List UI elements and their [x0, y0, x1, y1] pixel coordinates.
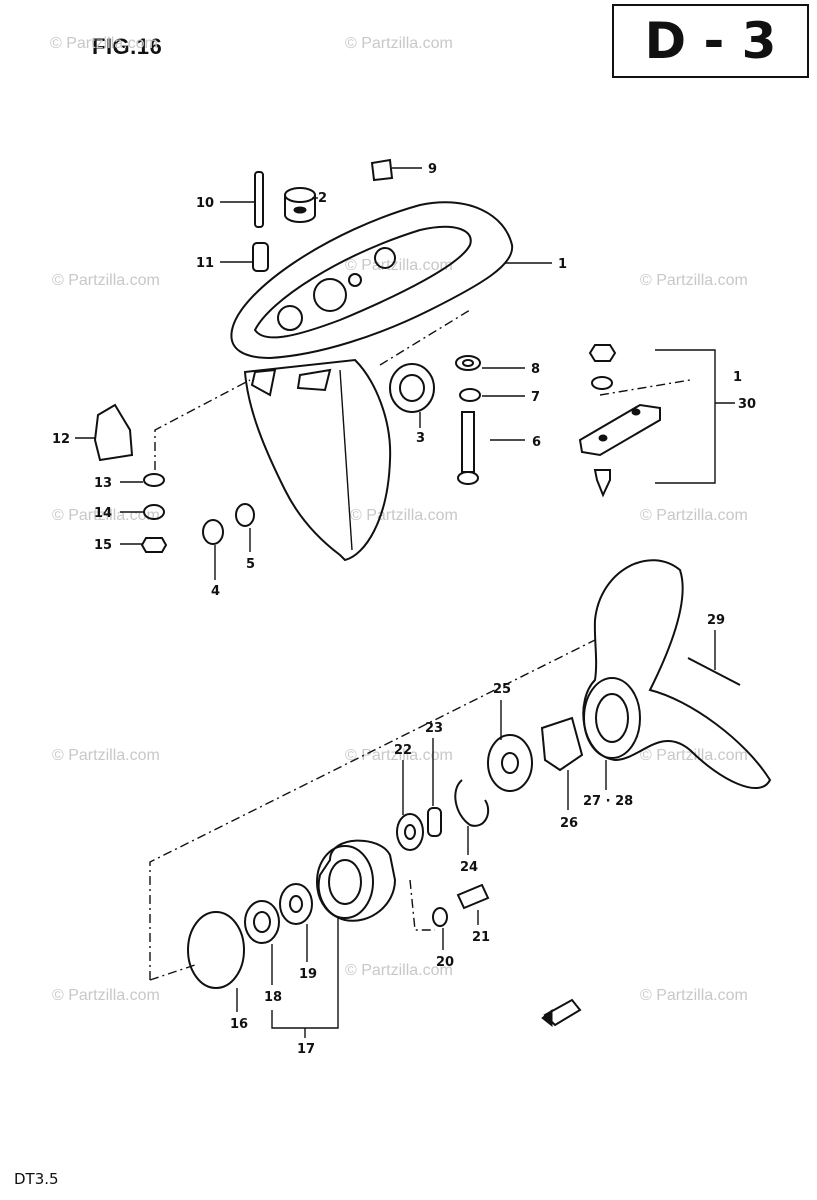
watermark: © Partzilla.com	[52, 747, 160, 764]
front-direction-arrow	[541, 998, 582, 1028]
callout-15: 15	[94, 538, 112, 553]
gear-case-housing	[230, 201, 514, 562]
callout-12: 12	[52, 432, 70, 447]
bolt-washer-parts	[432, 883, 490, 927]
watermark: © Partzilla.com	[640, 747, 748, 764]
oil-seal-part-18	[244, 900, 280, 944]
callout-5: 5	[246, 557, 255, 572]
callout-11: 11	[196, 256, 214, 271]
callout-27-28: 27 · 28	[583, 794, 633, 809]
callout-25: 25	[493, 682, 511, 697]
watermark: © Partzilla.com	[52, 507, 160, 524]
callout-6: 6	[532, 435, 541, 450]
callout-20: 20	[436, 955, 454, 970]
callout-23: 23	[425, 721, 443, 736]
callout-9: 9	[428, 162, 437, 177]
watermark: © Partzilla.com	[640, 272, 748, 289]
callout-30-qty: 1	[733, 370, 742, 385]
callout-4: 4	[211, 584, 220, 599]
callout-16: 16	[230, 1017, 248, 1032]
bearing-part	[279, 883, 313, 925]
thrust-plate-part	[487, 734, 533, 792]
callout-14: 14	[94, 506, 112, 521]
propeller-part	[582, 559, 772, 790]
figure-title: FIG.16	[92, 34, 163, 59]
callout-24: 24	[460, 860, 478, 875]
callout-3: 3	[416, 431, 425, 446]
pin-part-23	[427, 807, 442, 837]
watermark: © Partzilla.com	[640, 987, 748, 1004]
section-code-box: D - 3	[612, 4, 809, 78]
watermark: © Partzilla.com	[52, 987, 160, 1004]
callout-26: 26	[560, 816, 578, 831]
leader-lines	[75, 167, 716, 1038]
callout-10: 10	[196, 196, 214, 211]
callout-labels: 1 2 3 4 5 6 7 8 9 10 11 12 13 14 15 16 1…	[52, 162, 756, 1057]
o-ring-part	[187, 911, 245, 989]
watermark: © Partzilla.com	[345, 35, 453, 52]
callout-18: 18	[264, 990, 282, 1005]
washer-part-22	[396, 813, 424, 851]
cap-part	[370, 158, 394, 182]
watermark: © Partzilla.com	[350, 507, 458, 524]
callout-8: 8	[531, 362, 540, 377]
callout-30: 30	[738, 397, 756, 412]
bolt-part	[457, 411, 479, 485]
watermark: © Partzilla.com	[50, 35, 158, 52]
circlip-part	[454, 779, 490, 827]
callout-29: 29	[707, 613, 725, 628]
bearing-housing-part	[316, 839, 397, 922]
watermark: © Partzilla.com	[640, 507, 748, 524]
watermark: © Partzilla.com	[345, 257, 453, 274]
anode-kit-parts	[578, 344, 735, 498]
pin-part	[254, 171, 264, 228]
callout-7: 7	[531, 390, 540, 405]
callout-2: 2	[318, 191, 327, 206]
callout-21: 21	[472, 930, 490, 945]
callout-19: 19	[299, 967, 317, 982]
assembly-guide-lines	[149, 309, 691, 981]
callout-17: 17	[297, 1042, 315, 1057]
trim-tab-part	[93, 403, 134, 462]
callout-1: 1	[558, 257, 567, 272]
small-hardware-parts	[140, 473, 168, 553]
sleeve-part	[252, 242, 269, 272]
callout-22: 22	[394, 743, 412, 758]
callout-13: 13	[94, 476, 112, 491]
drive-pin-part	[540, 716, 584, 772]
watermark: © Partzilla.com	[345, 962, 453, 979]
washer-parts	[455, 355, 481, 402]
grommet-parts	[202, 503, 255, 545]
cotter-pin-part	[687, 657, 741, 686]
model-label: DT3.5	[14, 1170, 59, 1188]
oil-seal-part	[389, 363, 435, 413]
bushing-part	[284, 187, 316, 223]
watermark: © Partzilla.com	[52, 272, 160, 289]
